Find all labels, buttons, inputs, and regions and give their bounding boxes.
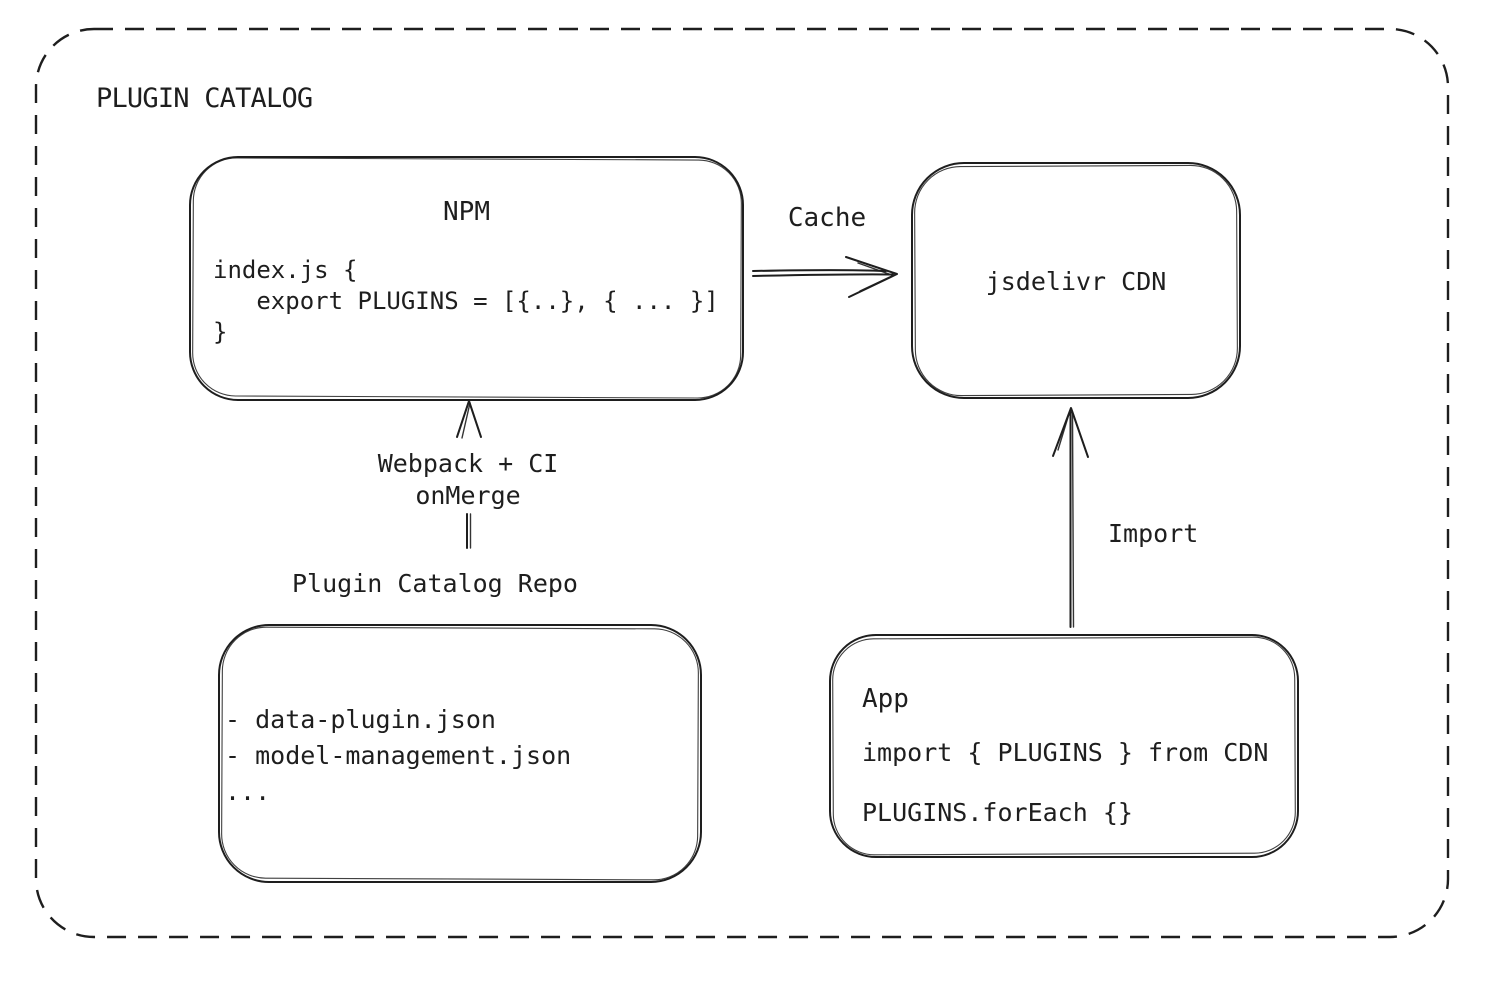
build-edge-label: Webpack + CI onMerge [377,449,559,510]
repo-files-list: - data-plugin.json - model-management.js… [225,705,572,806]
catalog-title: PLUGIN CATALOG [96,83,313,114]
import-edge-label: Import [1108,519,1199,548]
cdn-node-shape [911,162,1241,399]
repo-node-shape [218,624,702,883]
cache-edge-label: Cache [787,203,867,233]
cdn-node-label: jsdelivr CDN [985,267,1167,296]
npm-code-block: index.js { export PLUGINS = [{..}, { ...… [213,256,719,346]
app-foreach-line: PLUGINS.forEach {} [862,798,1133,827]
app-node-shape [829,634,1299,858]
build-arrow [456,400,482,549]
catalog-boundary-frame [34,27,1450,939]
app-node-title: App [862,684,909,714]
repo-node-label: Plugin Catalog Repo [292,569,578,598]
npm-node-title: NPM [443,197,490,227]
npm-node-shape [189,156,744,401]
import-arrow [1052,407,1089,628]
cache-arrow [752,256,898,298]
app-import-line: import { PLUGINS } from CDN [862,738,1269,767]
